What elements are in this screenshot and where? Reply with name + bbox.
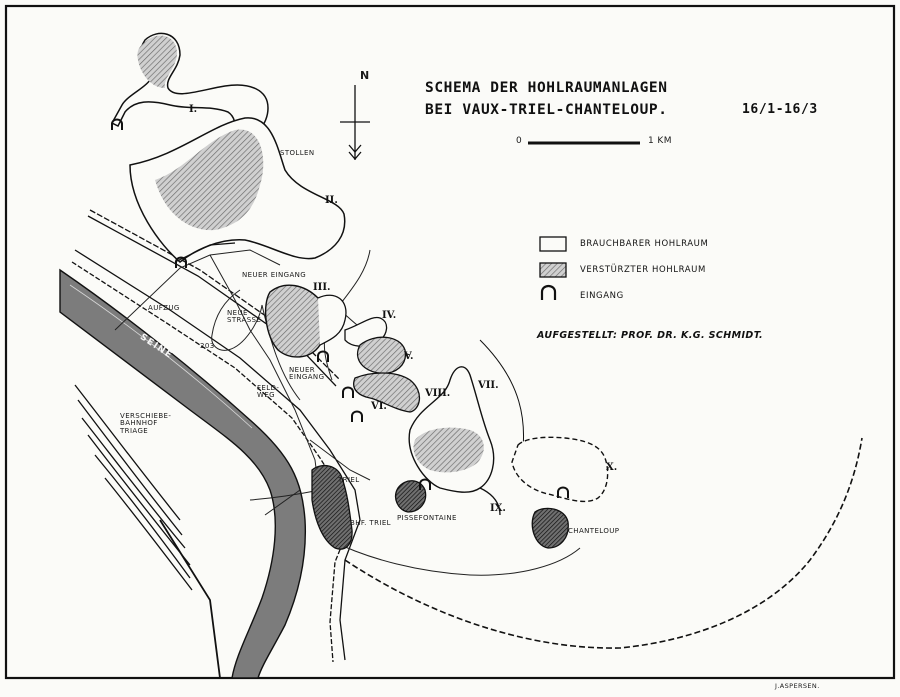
map-title-line2: BEI VAUX-TRIEL-CHANTELOUP.: [425, 102, 668, 118]
place-label-pissefontaine: PISSEFONTAINE: [397, 514, 457, 522]
site-label-IX: IX.: [490, 503, 506, 514]
railway-lines: [71, 209, 863, 679]
site-label-VII: VII.: [478, 380, 499, 391]
place-label-chanteloup: CHANTELOUP: [568, 527, 620, 535]
cavity-VI: [353, 372, 421, 413]
north-arrow: [340, 85, 370, 160]
site-label-I: I.: [189, 104, 198, 115]
signature-label: J.ASPERSEN.: [775, 682, 820, 690]
place-label-verschiebe-bahnhof: VERSCHIEBE-BAHNHOF TRIAGE: [120, 412, 172, 435]
site-label-III: III.: [313, 282, 331, 293]
place-label-triel: TRIEL: [338, 476, 360, 484]
legend-usable-label: BRAUCHBARER HOHLRAUM: [580, 239, 709, 249]
map-title-line1: SCHEMA DER HOHLRAUMANLAGEN: [425, 80, 668, 96]
site-label-IV: IV.: [382, 310, 397, 321]
cavity-II: [129, 117, 346, 263]
author-credit: AUFGESTELLT: PROF. DR. K.G. SCHMIDT.: [537, 330, 763, 341]
entrance-symbols: [111, 118, 569, 498]
place-label-stollen: STOLLEN: [280, 149, 315, 157]
site-label-X: X.: [606, 462, 618, 473]
cavity-III: [264, 284, 347, 358]
map-frame: [4, 4, 896, 680]
site-label-V: V.: [404, 351, 414, 362]
cavity-V: [356, 336, 407, 374]
cavity-VII: [408, 366, 495, 493]
legend-symbols: [539, 236, 567, 300]
site-label-II: II.: [325, 195, 338, 206]
scale-start-label: 0: [516, 136, 523, 146]
place-label-feld-weg: FELD-WEG: [257, 384, 280, 400]
cavity-X: [511, 436, 609, 549]
cavity-IX: [394, 480, 501, 516]
north-label: N: [360, 69, 370, 82]
place-label-road-203: 203: [200, 342, 215, 350]
place-label-aufzug: AUFZUG: [148, 304, 180, 312]
map-title-reference: 16/1-16/3: [742, 102, 818, 117]
triel-village: [311, 464, 353, 550]
place-label-neuer-eingang-mid: NEUER EINGANG: [289, 366, 325, 382]
legend-entrance-label: EINGANG: [580, 291, 624, 301]
place-label-neuer-eingang-top: NEUER EINGANG: [242, 271, 307, 279]
scale-end-label: 1 KM: [648, 136, 672, 146]
legend-collapsed-label: VERSTÜRZTER HOHLRAUM: [580, 265, 706, 275]
place-label-neue-strasse: NEUE STRASSE: [227, 309, 262, 325]
seine-river: [59, 268, 307, 679]
place-label-bhf-triel: BHF. TRIEL: [350, 519, 391, 527]
site-label-VIII: VIII.: [425, 388, 451, 399]
site-label-VI: VI.: [371, 401, 387, 412]
